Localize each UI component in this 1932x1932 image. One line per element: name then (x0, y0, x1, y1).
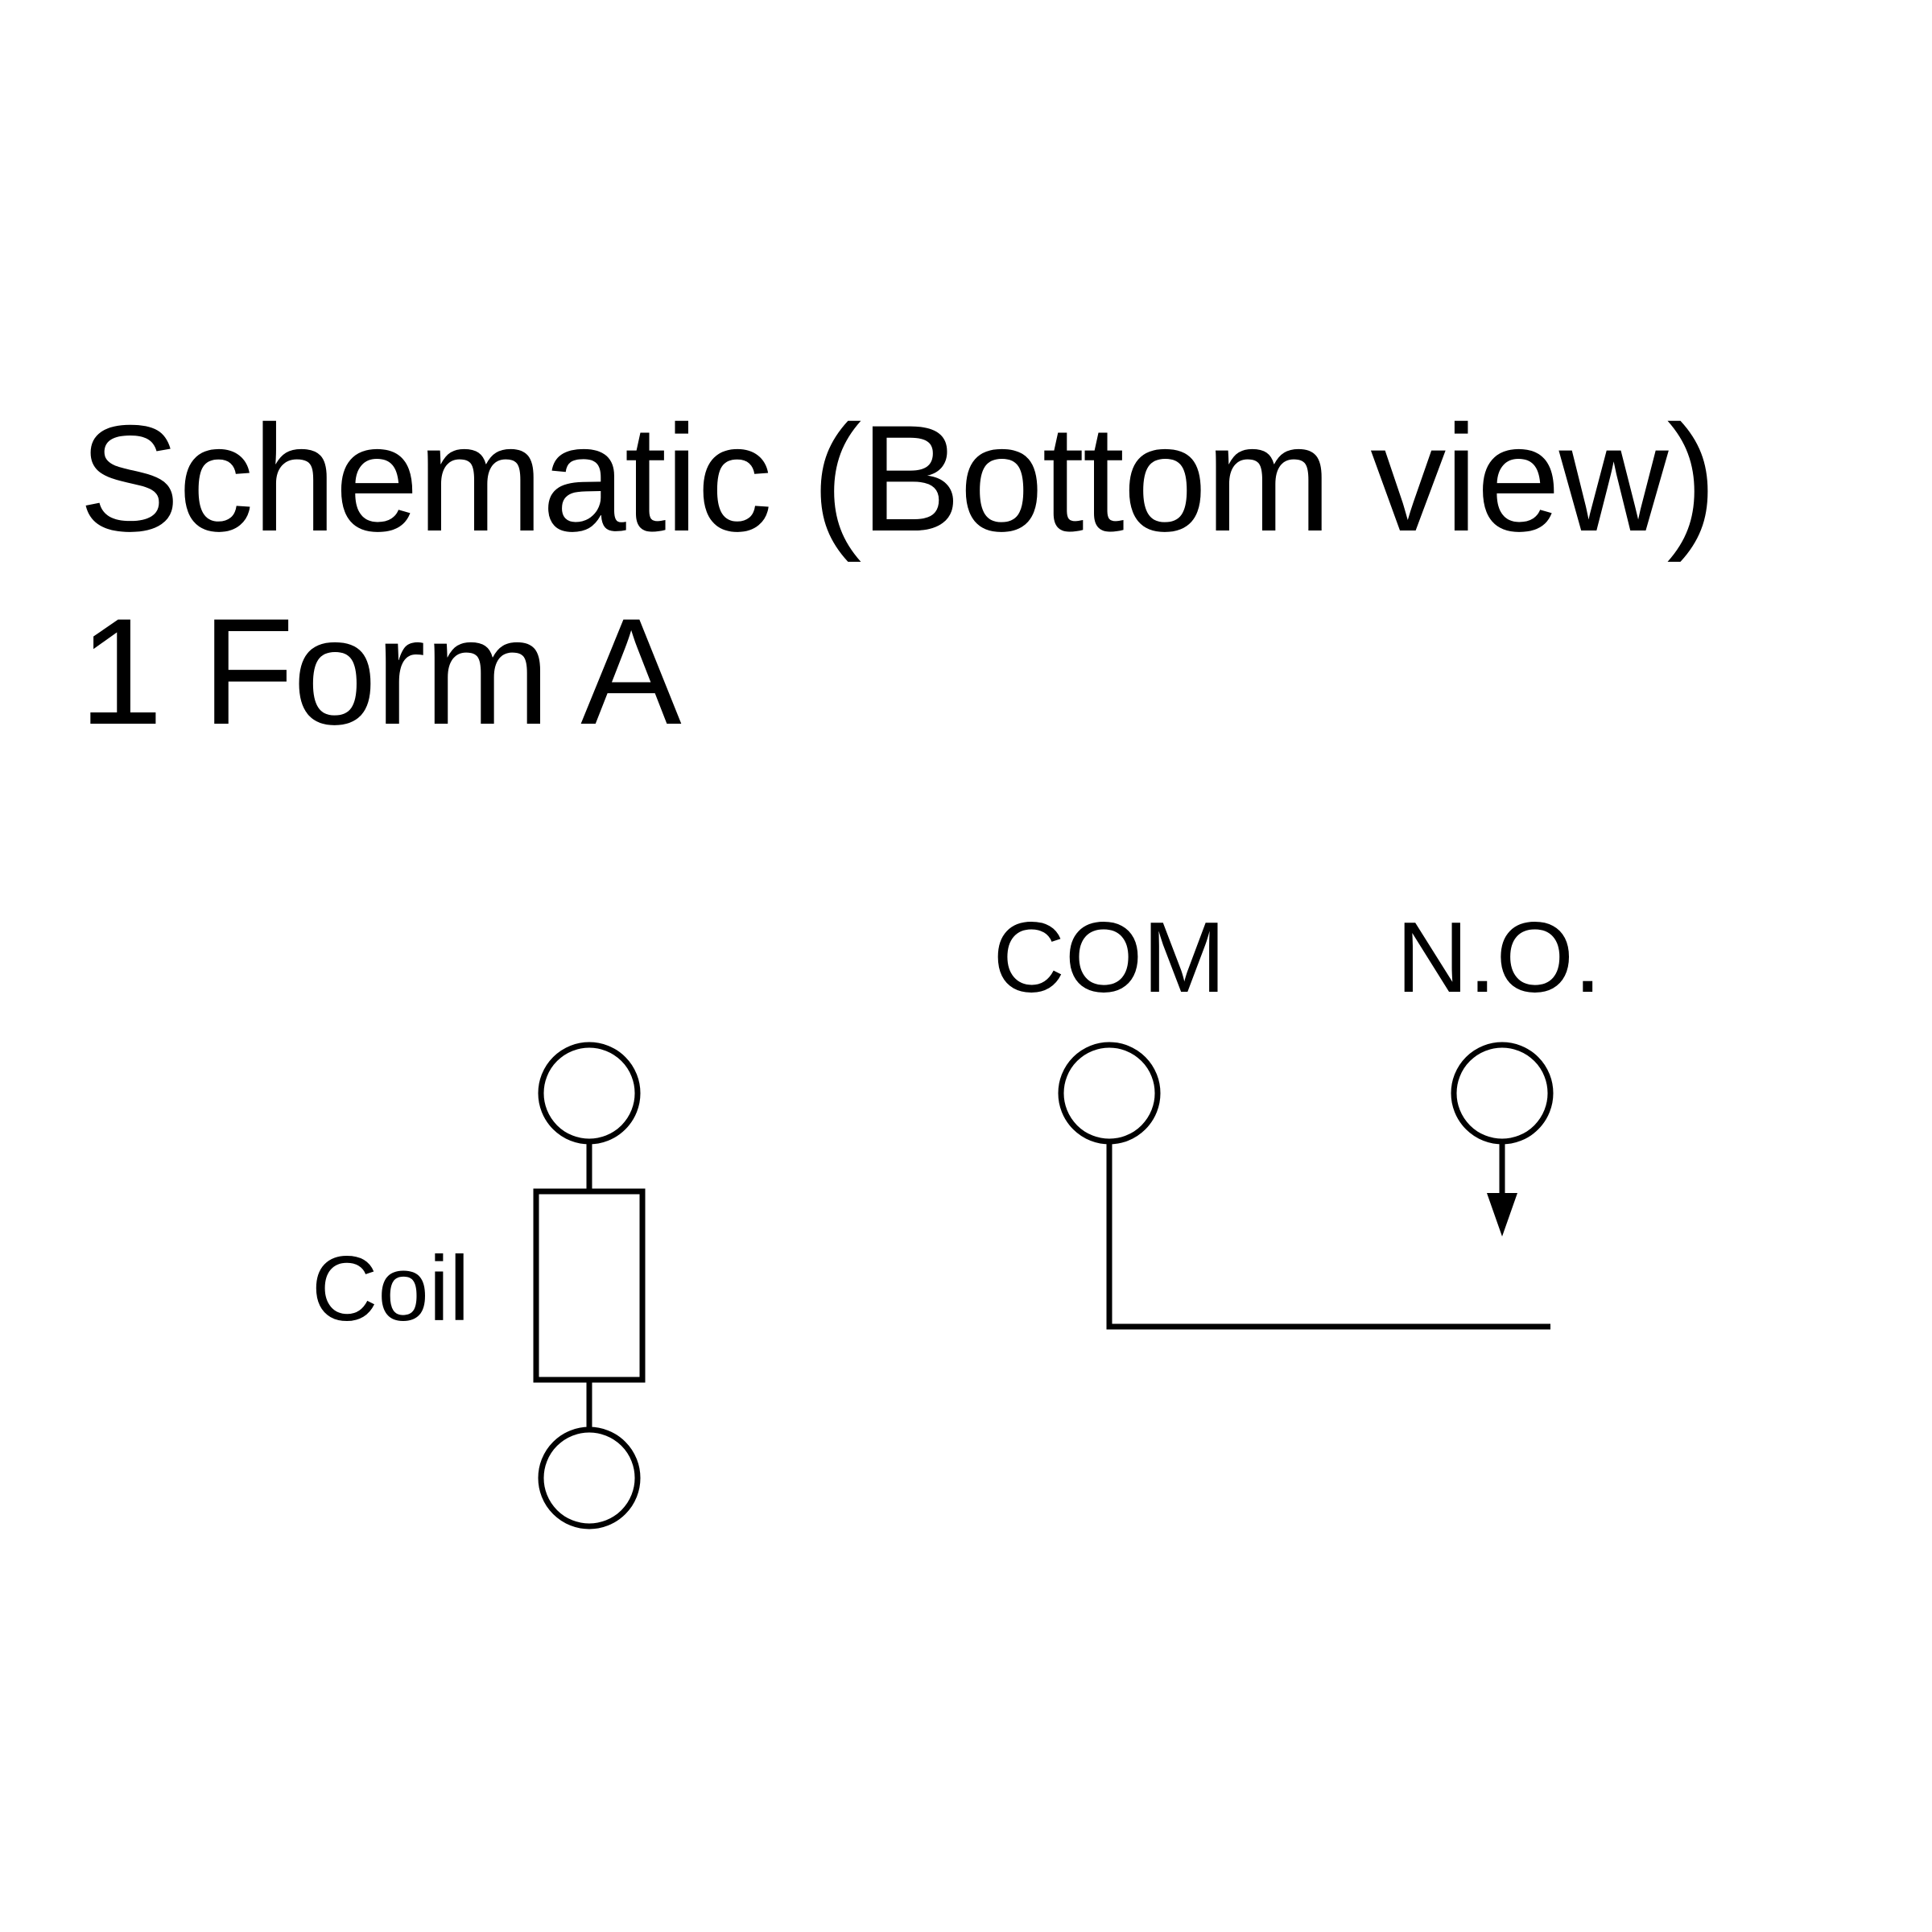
no-terminal (1451, 1042, 1554, 1145)
com-label: COM (993, 902, 1225, 1013)
no-label: N.O. (1397, 902, 1602, 1013)
coil-bottom-terminal (538, 1426, 641, 1530)
form-subtitle: 1 Form A (79, 587, 682, 756)
coil-top-terminal (538, 1042, 641, 1145)
com-terminal (1058, 1042, 1161, 1145)
schematic-title: Schematic (Bottom view) (79, 394, 1717, 563)
coil-label: Coil (312, 1238, 469, 1340)
coil-body (533, 1188, 646, 1383)
no-contact-arrow (1487, 1193, 1517, 1236)
com-contact-arm (1106, 1141, 1550, 1330)
